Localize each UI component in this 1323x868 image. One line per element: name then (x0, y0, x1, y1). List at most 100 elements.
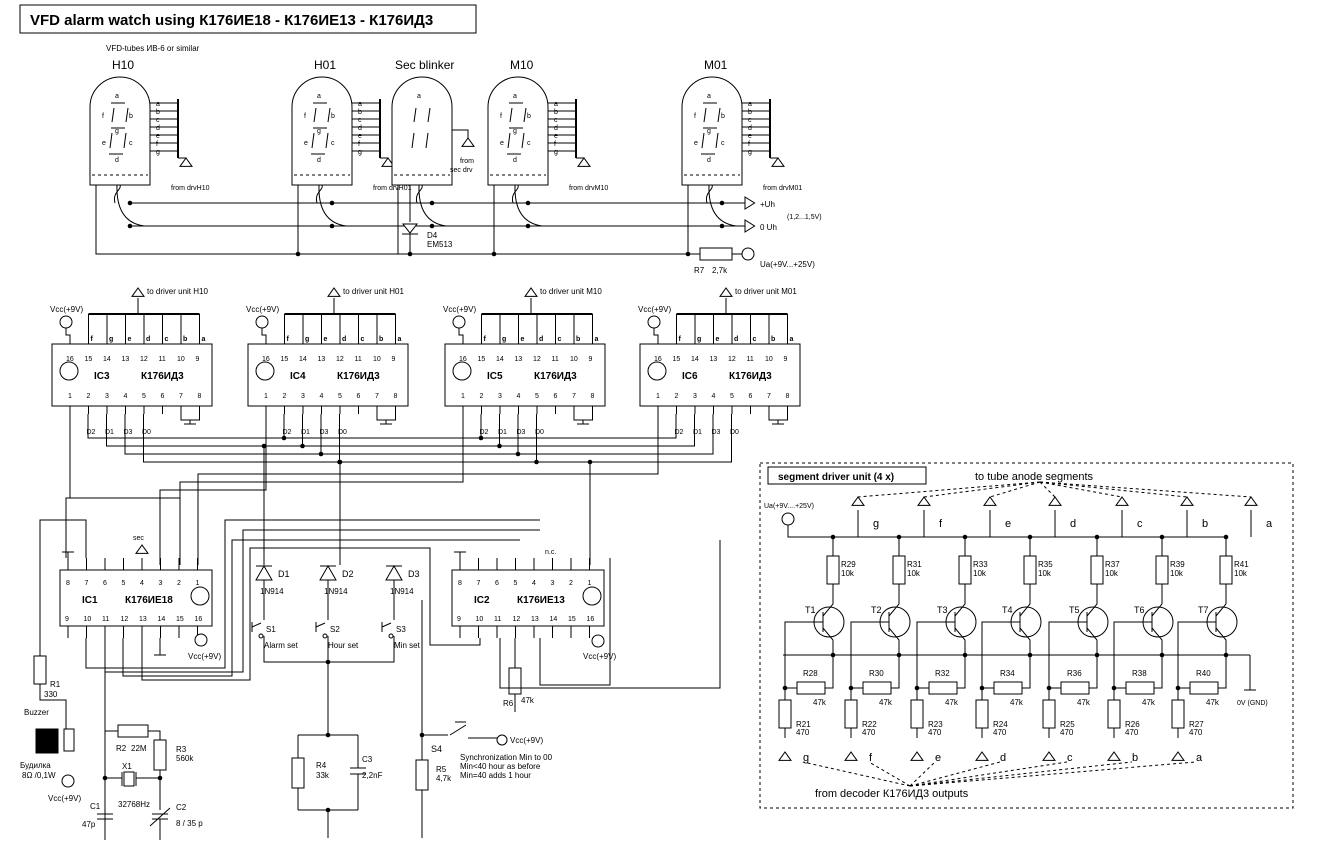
input-resistor (975, 699, 989, 729)
leader-line (857, 481, 1041, 498)
switch-blade (315, 622, 326, 628)
filament (708, 184, 737, 227)
rc-value: 10k (1105, 569, 1119, 578)
segment (111, 107, 115, 123)
wire (39, 684, 67, 730)
pin-number: 4 (712, 393, 716, 400)
heater-arrow (744, 196, 756, 210)
rc-ref: R37 (1105, 560, 1120, 569)
grid-bus (95, 185, 700, 255)
ic-body (451, 569, 605, 627)
junction-dot (491, 251, 497, 257)
collector-resistor (1155, 555, 1169, 585)
anode-arrow (1244, 496, 1258, 506)
collector-resistor (1090, 555, 1104, 585)
pin-number: 11 (552, 356, 559, 363)
pin-number: 9 (392, 356, 396, 363)
wire (653, 328, 659, 344)
rin-value: 470 (928, 728, 942, 737)
pin-number: 16 (459, 356, 467, 363)
leader-line (909, 761, 1197, 787)
pin-letter: f (358, 141, 360, 148)
input-resistor (1171, 699, 1185, 729)
wire (573, 414, 593, 421)
pin-number: 6 (749, 393, 753, 400)
ic-ref: IC1 (82, 595, 98, 606)
data-bus (143, 414, 732, 463)
vcc-terminal (59, 315, 73, 329)
pin-number: 3 (498, 393, 502, 400)
buzzer-label: Buzzer (24, 708, 49, 717)
output-letter: b (379, 336, 383, 343)
vcc-terminal (452, 315, 466, 329)
filament (514, 184, 543, 227)
pin-letter: f (748, 141, 750, 148)
pin-letter: c (358, 117, 362, 124)
wire (1154, 655, 1163, 689)
segment-letter: b (331, 113, 335, 120)
wire (263, 636, 328, 663)
to-driver-arrow (327, 287, 341, 297)
pin-number: 7 (85, 580, 89, 587)
pin-number: 2 (569, 580, 573, 587)
data-label: D0 (142, 429, 151, 436)
junction-dot (318, 451, 324, 457)
leader-line (909, 761, 1133, 787)
r7-ref: R7 (694, 266, 705, 275)
pin-number: 10 (373, 356, 381, 363)
strobe-wire (179, 414, 464, 565)
pin-number: 9 (65, 616, 69, 623)
pin-number: 7 (477, 580, 481, 587)
pin-number: 12 (140, 356, 148, 363)
pin-number: 9 (589, 356, 593, 363)
pin-letter: c (554, 117, 558, 124)
pin-letter: b (156, 109, 160, 116)
r7-value: 2,7k (712, 266, 728, 275)
tube-envelope (487, 76, 549, 186)
resistor-r3 (153, 739, 167, 771)
data-label: D2 (675, 429, 684, 436)
pin-number: 11 (494, 616, 501, 623)
leader-line (1039, 481, 1252, 498)
ic-ref: IC3 (94, 371, 110, 382)
rin-ref: R24 (993, 720, 1008, 729)
segment-output-label: d (1070, 518, 1076, 530)
x1-ref: X1 (122, 762, 132, 771)
vcc-label: Vcc(+9V) (510, 736, 543, 745)
segment-letter: d (317, 157, 321, 164)
from-decoder-label: from decoder К176ИД3 outputs (815, 788, 969, 800)
segment-input-label: f (869, 752, 873, 764)
vcc-label: Vcc(+9V) (48, 794, 81, 803)
pin-number: 14 (691, 356, 699, 363)
pin-number: 15 (478, 356, 486, 363)
output-letter: a (595, 336, 599, 343)
ic-notch (582, 586, 602, 606)
pin-number: 10 (476, 616, 484, 623)
pin-number: 6 (357, 393, 361, 400)
pin-number: 13 (139, 616, 147, 623)
c2-value: 8 / 35 p (176, 819, 203, 828)
pin-number: 15 (176, 616, 184, 623)
r2-value: 22M (131, 744, 147, 753)
pin-number: 12 (728, 356, 736, 363)
segment-letter: b (721, 113, 725, 120)
wire (784, 621, 823, 688)
leader-line (923, 481, 1041, 498)
data-label: D1 (301, 429, 310, 436)
pin-number: 1 (264, 393, 268, 400)
segment-letter: e (304, 140, 308, 147)
r6-value: 47k (521, 696, 535, 705)
rin-ref: R27 (1189, 720, 1204, 729)
pin-number: 15 (281, 356, 289, 363)
wire (539, 558, 611, 686)
pin-number: 6 (103, 580, 107, 587)
wire (141, 547, 481, 681)
segment-input-label: b (1132, 752, 1138, 764)
from-driver-label: from drvM01 (763, 185, 802, 192)
tube-envelope (291, 76, 353, 186)
drive-arrow (577, 157, 591, 167)
segment (125, 107, 129, 123)
